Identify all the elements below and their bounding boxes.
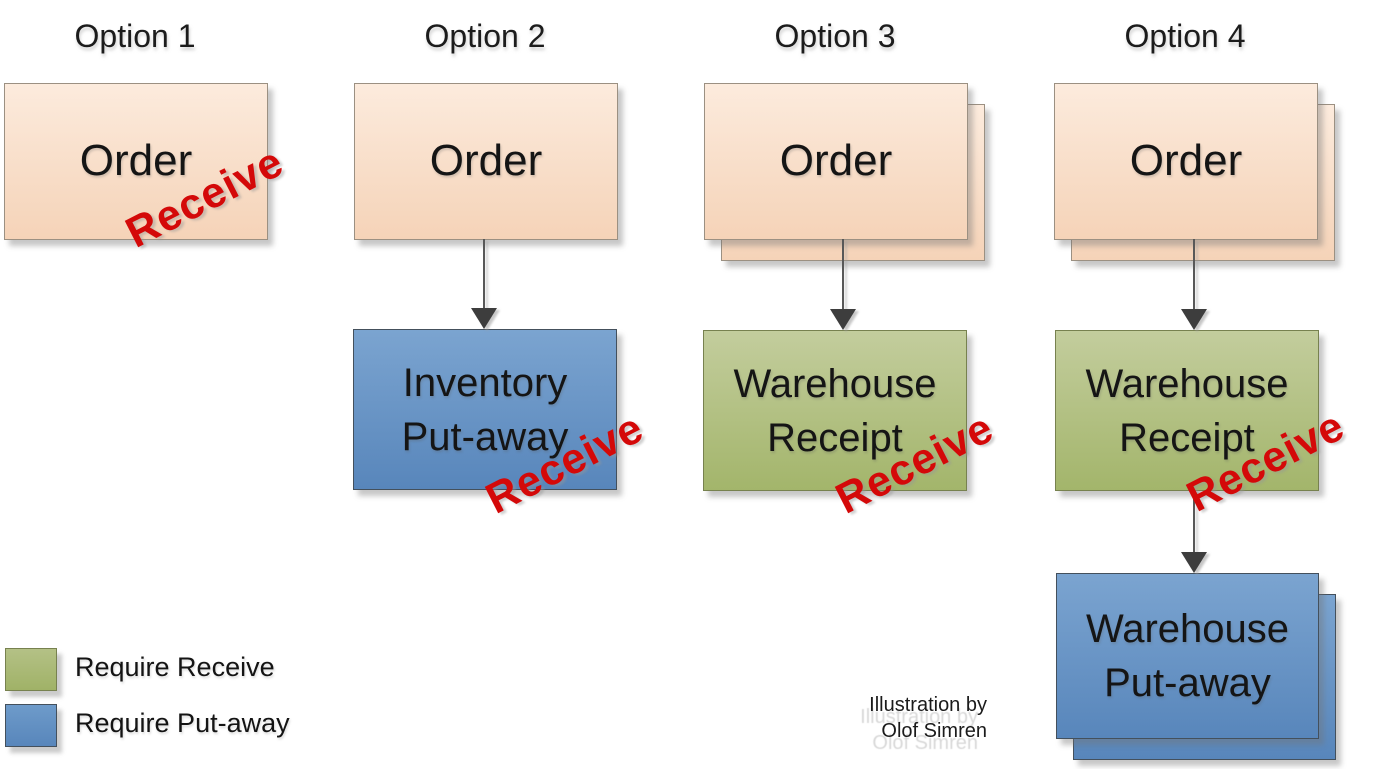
- option3-order-box: Order: [704, 83, 968, 240]
- option3-order-label: Order: [779, 136, 893, 186]
- option3-warehouse-receipt-label: Warehouse Receipt: [733, 357, 936, 465]
- option4-arrow1-head-icon: [1181, 309, 1207, 330]
- option4-arrow2-head-icon: [1181, 552, 1207, 573]
- option2-order-box: Order: [354, 83, 618, 240]
- option1-title: Option 1: [74, 18, 196, 54]
- option3-arrow-line: [842, 239, 844, 313]
- option4-warehouse-putaway-label: Warehouse Put-away: [1086, 602, 1289, 710]
- option2-target-line2: Put-away: [401, 414, 569, 459]
- option3-target-line2: Receipt: [767, 415, 903, 460]
- option2-arrow-head-icon: [471, 308, 497, 329]
- credit-line2: Olof Simren: [881, 720, 987, 742]
- legend-require-putaway-swatch: [5, 704, 57, 747]
- option4-warehouse-receipt-label: Warehouse Receipt: [1085, 357, 1288, 465]
- option2-arrow-line: [483, 239, 485, 313]
- option4-title: Option 4: [1124, 18, 1246, 54]
- option4-putaway-line1: Warehouse: [1085, 607, 1290, 651]
- option4-order-label: Order: [1129, 136, 1243, 186]
- option4-arrow2-line: [1193, 490, 1195, 553]
- option3-arrow-head-icon: [830, 309, 856, 330]
- legend-require-putaway-label: Require Put-away: [75, 708, 290, 738]
- option4-receipt-line1: Warehouse: [1085, 361, 1289, 406]
- option2-title: Option 2: [424, 18, 546, 54]
- option1-order-label: Order: [79, 136, 193, 186]
- option3-title: Option 3: [774, 18, 896, 54]
- legend-require-receive-label: Require Receive: [75, 652, 275, 682]
- option4-warehouse-receipt-box: Warehouse Receipt: [1055, 330, 1319, 491]
- option4-receipt-line2: Receipt: [1119, 415, 1255, 460]
- option2-inventory-putaway-box: Inventory Put-away: [353, 329, 617, 490]
- option3-warehouse-receipt-box: Warehouse Receipt: [703, 330, 967, 491]
- legend-require-receive-swatch: [5, 648, 57, 691]
- illustration-credit: Illustration by Olof Simren: [869, 692, 987, 744]
- option4-warehouse-putaway-box: Warehouse Put-away: [1056, 573, 1319, 739]
- option4-putaway-line2: Put-away: [1104, 661, 1271, 705]
- option2-order-label: Order: [429, 136, 543, 186]
- option3-target-line1: Warehouse: [733, 361, 937, 406]
- option2-target-line1: Inventory: [402, 360, 568, 405]
- option4-order-box: Order: [1054, 83, 1318, 240]
- credit-line1: Illustration by: [869, 694, 987, 716]
- option4-arrow1-line: [1193, 239, 1195, 313]
- option1-order-box: Order: [4, 83, 268, 240]
- option2-inventory-putaway-label: Inventory Put-away: [402, 356, 569, 464]
